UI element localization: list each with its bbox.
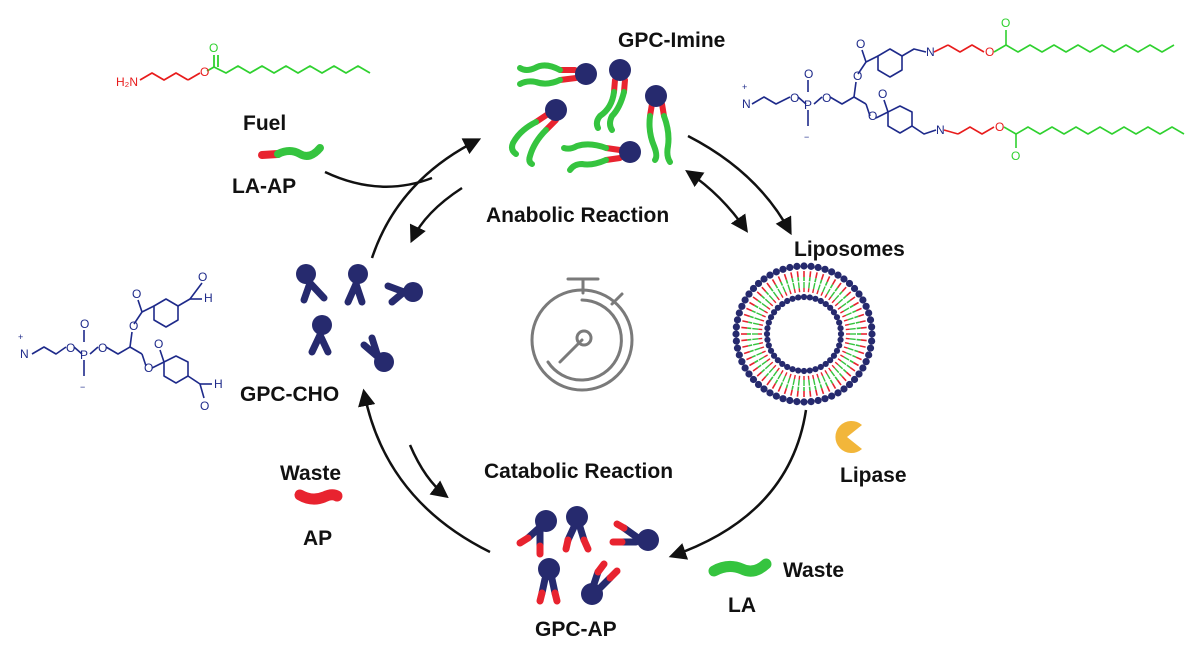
arrow-imine-to-cho bbox=[409, 186, 463, 244]
chem-p-cho: P bbox=[80, 348, 88, 362]
waste-la-molecule bbox=[708, 558, 772, 577]
cycle-arrows bbox=[324, 134, 808, 560]
arrow-cho-to-ap bbox=[408, 444, 449, 499]
arrow-ap-to-cho bbox=[358, 388, 491, 554]
chem-n-imine-2: N bbox=[936, 123, 945, 137]
chem-o-cho-1: O bbox=[66, 341, 75, 355]
gpc-cho-cluster bbox=[296, 264, 423, 372]
gpc-ap-cluster bbox=[516, 506, 659, 605]
arrow-imine-to-liposomes bbox=[687, 134, 792, 236]
chem-o-imine-9: O bbox=[995, 120, 1004, 134]
chem-plus-imine: + bbox=[742, 82, 747, 92]
chem-o-imine-3: O bbox=[853, 69, 862, 83]
label-liposomes: Liposomes bbox=[794, 238, 905, 261]
structure-gpc-imine bbox=[751, 30, 1185, 148]
chem-p-imine: P bbox=[804, 98, 812, 112]
lipase-pacman-icon bbox=[835, 420, 862, 453]
structure-gpc-cho bbox=[31, 282, 212, 399]
chem-o-ester-1: O bbox=[200, 65, 209, 79]
label-ap: AP bbox=[303, 527, 332, 550]
chem-n-imine-1: N bbox=[926, 45, 935, 59]
chem-o-imine-4: O bbox=[856, 37, 865, 51]
chem-minus-cho: − bbox=[80, 382, 85, 392]
label-la: LA bbox=[728, 594, 756, 617]
chem-o-cho-3: O bbox=[129, 319, 138, 333]
chem-minus-imine: − bbox=[804, 132, 809, 142]
label-waste-left: Waste bbox=[280, 462, 341, 485]
chem-o-imine-6: O bbox=[1001, 16, 1010, 30]
label-anabolic-reaction: Anabolic Reaction bbox=[486, 204, 669, 227]
label-gpc-ap: GPC-AP bbox=[535, 618, 617, 641]
chem-o-cho-6: O bbox=[144, 361, 153, 375]
label-gpc-cho: GPC-CHO bbox=[240, 383, 339, 406]
chem-o-cho-5: O bbox=[198, 270, 207, 284]
chem-o-imine-8: O bbox=[878, 87, 887, 101]
chem-o-cho-7: O bbox=[154, 337, 163, 351]
chem-plus-cho: + bbox=[18, 332, 23, 342]
chem-o-cho-2: O bbox=[98, 341, 107, 355]
chem-o-cho-8: O bbox=[200, 399, 209, 413]
stopwatch-icon bbox=[530, 277, 634, 392]
gpc-imine-cluster bbox=[509, 59, 673, 173]
label-fuel: Fuel bbox=[243, 112, 286, 135]
liposome-icon bbox=[732, 262, 876, 406]
waste-ap-molecule bbox=[294, 489, 343, 505]
chem-o-imine-2: O bbox=[822, 91, 831, 105]
chem-o-imine-5: O bbox=[985, 45, 994, 59]
arrow-liposomes-to-ap bbox=[668, 409, 808, 560]
chem-h2n: H₂N bbox=[116, 75, 138, 89]
chem-o-cho-4: O bbox=[132, 287, 141, 301]
arrow-fuel-in bbox=[324, 170, 433, 188]
chem-o-imine-7: O bbox=[868, 109, 877, 123]
structure-la-ap bbox=[139, 55, 371, 81]
chem-h-cho-1: H bbox=[204, 291, 213, 305]
arrow-cho-to-imine bbox=[370, 138, 482, 259]
arrow-liposomes-to-imine bbox=[685, 170, 748, 233]
label-la-ap: LA-AP bbox=[232, 175, 296, 198]
fuel-la-ap-molecule bbox=[258, 144, 324, 160]
label-catabolic-reaction: Catabolic Reaction bbox=[484, 460, 673, 483]
label-gpc-imine: GPC-Imine bbox=[618, 29, 725, 52]
chem-o-imine-1: O bbox=[790, 91, 799, 105]
chem-o-carbonyl-1: O bbox=[209, 41, 218, 55]
chem-o-imine-10: O bbox=[1011, 149, 1020, 163]
label-waste-right: Waste bbox=[783, 559, 844, 582]
chem-n-plus-cho: N bbox=[20, 347, 29, 361]
chem-h-cho-2: H bbox=[214, 377, 223, 391]
chem-o-cho-p: O bbox=[80, 317, 89, 331]
chem-o-imine-p: O bbox=[804, 67, 813, 81]
chem-n-plus-imine: N bbox=[742, 97, 751, 111]
label-lipase: Lipase bbox=[840, 464, 907, 487]
